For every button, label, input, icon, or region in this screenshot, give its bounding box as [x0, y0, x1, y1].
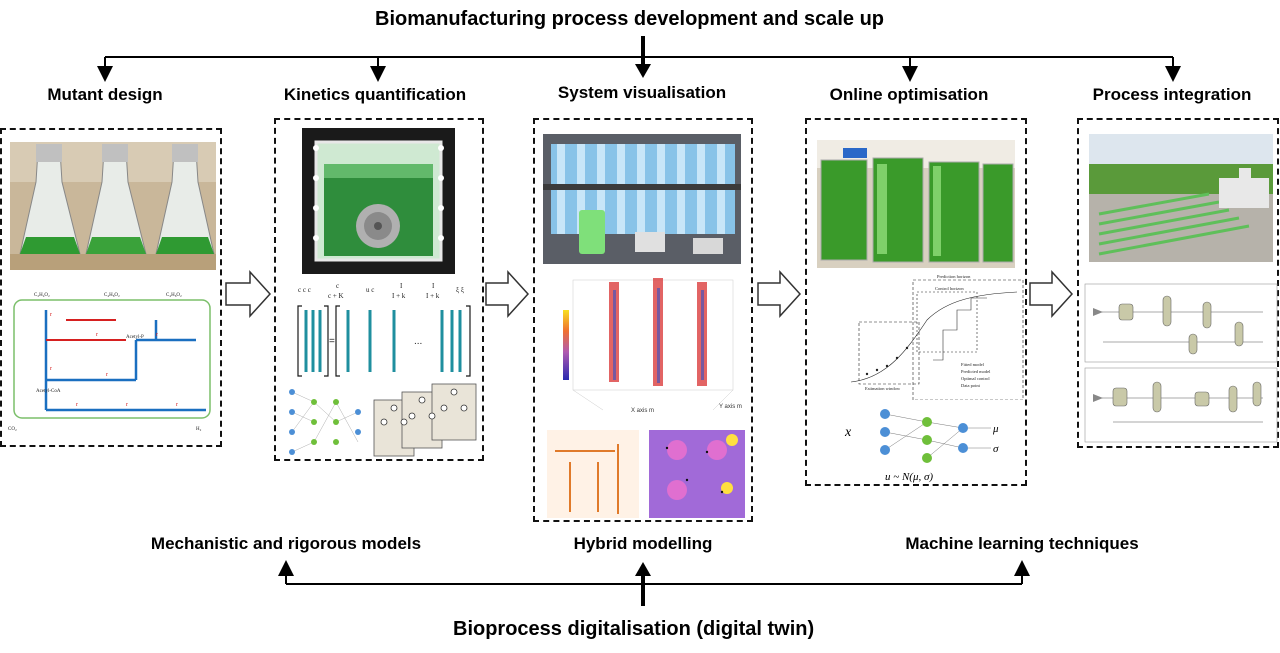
flow-arrow-1: [225, 270, 272, 318]
flow-arrow-4: [1029, 270, 1074, 318]
stage-label-system-visualisation: System visualisation: [557, 83, 727, 102]
svg-text:CO₂: CO₂: [8, 427, 17, 432]
svg-text:I: I: [432, 282, 435, 290]
svg-text:c: c: [336, 282, 339, 290]
svg-text:r: r: [50, 312, 52, 318]
model-type-machine-learning: Machine learning techniques: [905, 534, 1139, 553]
flow-arrow-2: [485, 270, 530, 318]
stage-label-process-integration: Process integration: [1092, 85, 1252, 104]
svg-text:X axis m: X axis m: [631, 408, 654, 414]
svg-text:Estimation window: Estimation window: [865, 386, 901, 391]
svg-text:H₂: H₂: [196, 427, 202, 432]
svg-text:Optimal control: Optimal control: [961, 376, 990, 381]
tubular-farm-photo: [1089, 134, 1273, 262]
stage-label-online-optimisation: Online optimisation: [829, 85, 989, 104]
panel-kinetics-quantification: c c c c c + K u c I I + k I I + k ξ ξ = ...: [274, 118, 484, 461]
svg-text:r: r: [96, 332, 98, 338]
svg-text:r: r: [106, 372, 108, 378]
svg-text:Acetyl-CoA: Acetyl-CoA: [36, 389, 61, 394]
header-title: Biomanufacturing process development and…: [375, 8, 885, 30]
svg-text:Control horizon: Control horizon: [935, 286, 964, 291]
panel-mutant-design: r r r r r r r r C₂H₄O₂ C₄H₈O₂ C₄H₈O₂ Acetyl-P Ac…: [0, 128, 222, 447]
svg-text:μ: μ: [992, 423, 999, 435]
photobioreactor-photo: [302, 128, 455, 274]
svg-text:r: r: [76, 402, 78, 408]
flask-photo: [10, 142, 216, 270]
svg-text:c + K: c + K: [328, 292, 344, 300]
model-type-mechanistic: Mechanistic and rigorous models: [150, 534, 422, 553]
stage-label-mutant-design: Mutant design: [47, 85, 163, 104]
svg-text:r: r: [156, 332, 158, 338]
svg-text:Prediction horizon: Prediction horizon: [937, 274, 971, 279]
svg-text:Predicted model: Predicted model: [961, 369, 991, 374]
metabolic-pathway-map: r r r r r r r r C₂H₄O₂ C₄H₈O₂ C₄H₈O₂ Acetyl-P Ac…: [6, 280, 218, 442]
svg-text:Fitted model: Fitted model: [961, 362, 985, 367]
panel-process-integration: [1077, 118, 1279, 448]
neural-network-and-trees: [284, 382, 480, 458]
svg-text:=: =: [329, 336, 335, 347]
panel-system-visualisation: X axis m Y axis m: [533, 118, 753, 522]
svg-text:r: r: [126, 402, 128, 408]
footer-title: Bioprocess digitalisation (digital twin): [453, 618, 815, 640]
svg-text:Y axis m: Y axis m: [719, 404, 742, 410]
stage-label-kinetics-quantification: Kinetics quantification: [283, 85, 467, 104]
svg-text:I + k: I + k: [392, 292, 406, 300]
tubular-reactor-photo: [543, 134, 741, 264]
svg-text:σ: σ: [993, 443, 999, 455]
process-flowsheet: [1083, 282, 1279, 444]
flat-panel-reactor-photo: [817, 140, 1015, 268]
svg-text:I: I: [400, 282, 403, 290]
svg-text:...: ...: [414, 336, 422, 347]
flow-arrow-3: [757, 270, 802, 318]
svg-text:c c c: c c c: [298, 286, 311, 294]
model-type-hybrid: Hybrid modelling: [573, 534, 713, 553]
3d-particle-scatter-plot: X axis m Y axis m: [543, 270, 747, 420]
svg-text:x: x: [844, 425, 852, 440]
svg-text:ξ ξ: ξ ξ: [456, 286, 464, 294]
svg-text:Data point: Data point: [961, 383, 981, 388]
svg-text:I + k: I + k: [426, 292, 440, 300]
svg-text:u ~ N(μ, σ): u ~ N(μ, σ): [885, 471, 933, 483]
kinetic-matrix-equation: c c c c c + K u c I I + k I I + k ξ ξ = ...: [296, 280, 472, 380]
particle-density-maps: [547, 430, 745, 518]
svg-text:r: r: [50, 366, 52, 372]
svg-text:C₂H₄O₂: C₂H₄O₂: [34, 293, 50, 298]
svg-text:u c: u c: [366, 286, 374, 294]
svg-text:Acetyl-P: Acetyl-P: [126, 335, 144, 340]
svg-text:C₄H₈O₂: C₄H₈O₂: [166, 293, 182, 298]
policy-network-diagram: x μ σ u ~ N(μ, σ): [841, 404, 1021, 484]
svg-text:C₄H₈O₂: C₄H₈O₂: [104, 293, 120, 298]
svg-text:r: r: [176, 402, 178, 408]
